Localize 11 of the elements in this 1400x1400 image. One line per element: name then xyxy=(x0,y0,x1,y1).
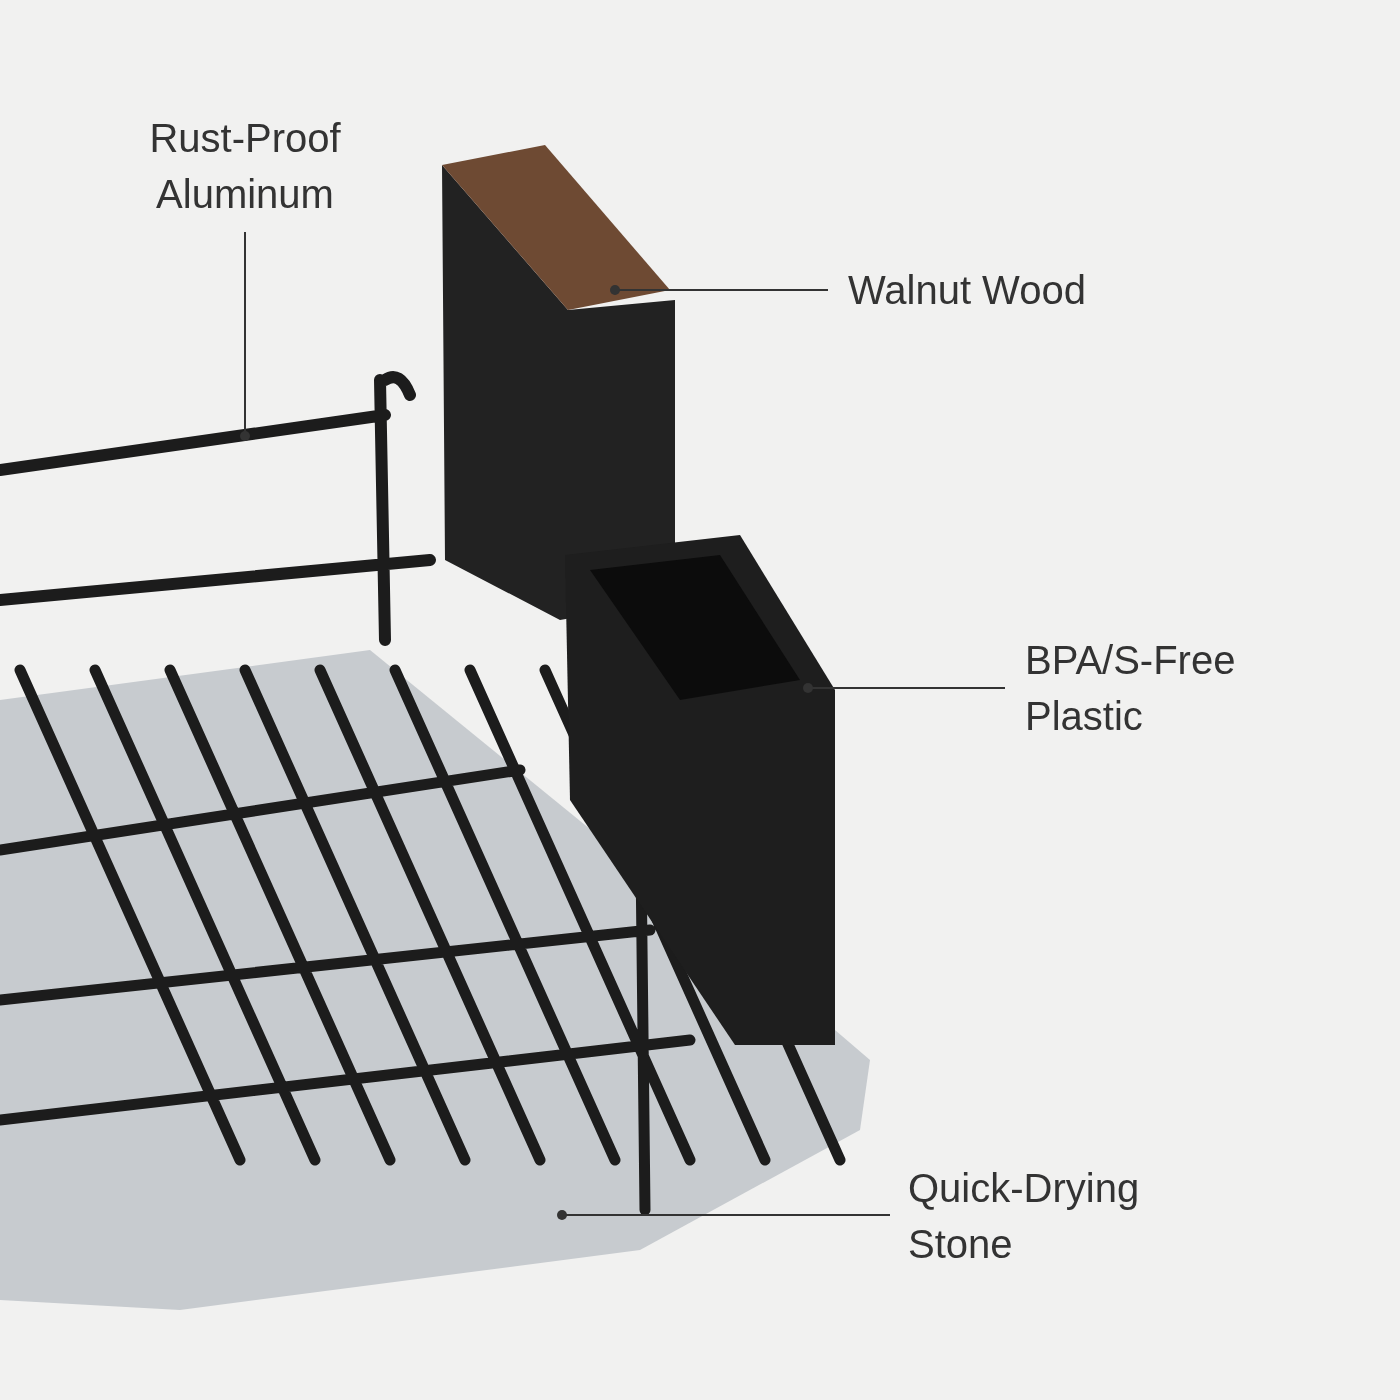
leader-line xyxy=(803,683,1006,693)
utensil-caddy xyxy=(565,535,835,1045)
leader-line xyxy=(240,231,250,441)
callout-label: Quick-Drying Stone xyxy=(908,1160,1228,1272)
walnut-top xyxy=(442,145,670,310)
callout-label: Rust-Proof Aluminum xyxy=(120,110,370,222)
rack-frame xyxy=(0,371,436,646)
callout-label: BPA/S-Free Plastic xyxy=(1025,632,1325,744)
leader-line xyxy=(557,1210,891,1220)
callout-label: Walnut Wood xyxy=(848,262,1168,318)
leader-line xyxy=(610,285,829,295)
